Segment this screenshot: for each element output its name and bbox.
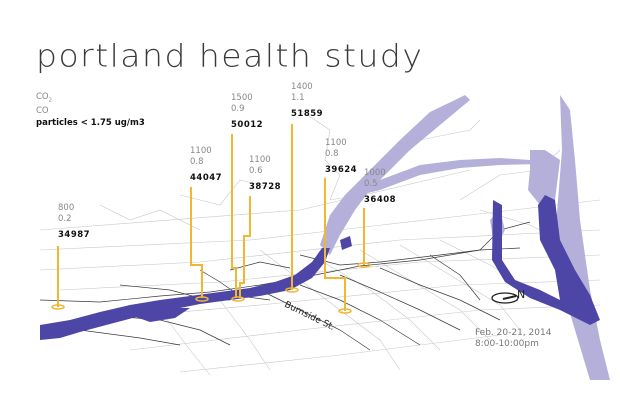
marker-6[interactable]: 1100 0.8 39624 bbox=[325, 138, 357, 176]
legend-particles: particles < 1.75 ug/m3 bbox=[36, 117, 145, 128]
marker-co: 0.2 bbox=[58, 213, 72, 224]
marker-particles: 36408 bbox=[364, 195, 397, 205]
stem-2 bbox=[190, 187, 203, 298]
marker-co: 0.5 bbox=[364, 178, 378, 189]
marker-co2: 1000 bbox=[364, 168, 386, 178]
compass-north-label: N bbox=[517, 288, 526, 301]
marker-bases bbox=[51, 262, 371, 314]
marker-co2: 800 bbox=[58, 203, 75, 213]
marker-particles: 38728 bbox=[249, 182, 282, 192]
marker-3[interactable]: 1500 0.9 50012 bbox=[231, 93, 263, 131]
marker-co: 0.9 bbox=[231, 103, 245, 114]
marker-particles: 39624 bbox=[325, 165, 358, 175]
marker-co: 1.1 bbox=[291, 92, 305, 103]
time-line: 8:00-10:00pm bbox=[475, 339, 539, 349]
marker-co2: 1100 bbox=[249, 155, 271, 165]
legend: CO2 CO particles < 1.75 ug/m3 bbox=[36, 92, 145, 128]
marker-particles: 50012 bbox=[231, 120, 264, 130]
study-date: Feb. 20-21, 2014 8:00-10:00pm bbox=[475, 328, 551, 350]
marker-co2: 1500 bbox=[231, 93, 253, 103]
marker-5[interactable]: 1400 1.1 51859 bbox=[291, 82, 323, 120]
river-dark bbox=[40, 195, 600, 340]
marker-co2: 1100 bbox=[190, 146, 212, 156]
compass-icon bbox=[491, 292, 519, 304]
marker-co: 0.8 bbox=[325, 148, 339, 159]
legend-co: CO bbox=[36, 105, 49, 116]
marker-2[interactable]: 1100 0.8 44047 bbox=[190, 146, 222, 184]
marker-stems bbox=[57, 124, 365, 311]
marker-7[interactable]: 1000 0.5 36408 bbox=[364, 168, 396, 206]
marker-co2: 1400 bbox=[291, 82, 313, 92]
marker-particles: 44047 bbox=[190, 173, 223, 183]
marker-co: 0.8 bbox=[190, 156, 204, 167]
marker-co: 0.6 bbox=[249, 165, 263, 176]
stem-6 bbox=[324, 178, 346, 311]
stem-4 bbox=[239, 196, 251, 298]
marker-4[interactable]: 1100 0.6 38728 bbox=[249, 155, 281, 193]
page-title: portland health study bbox=[36, 36, 424, 75]
marker-particles: 34987 bbox=[58, 230, 91, 240]
date-line: Feb. 20-21, 2014 bbox=[475, 328, 552, 338]
marker-co2: 1100 bbox=[325, 138, 347, 148]
marker-1[interactable]: 800 0.2 34987 bbox=[58, 203, 90, 241]
legend-co2: CO2 bbox=[36, 92, 52, 104]
stem-3 bbox=[231, 134, 237, 298]
marker-particles: 51859 bbox=[291, 109, 324, 119]
